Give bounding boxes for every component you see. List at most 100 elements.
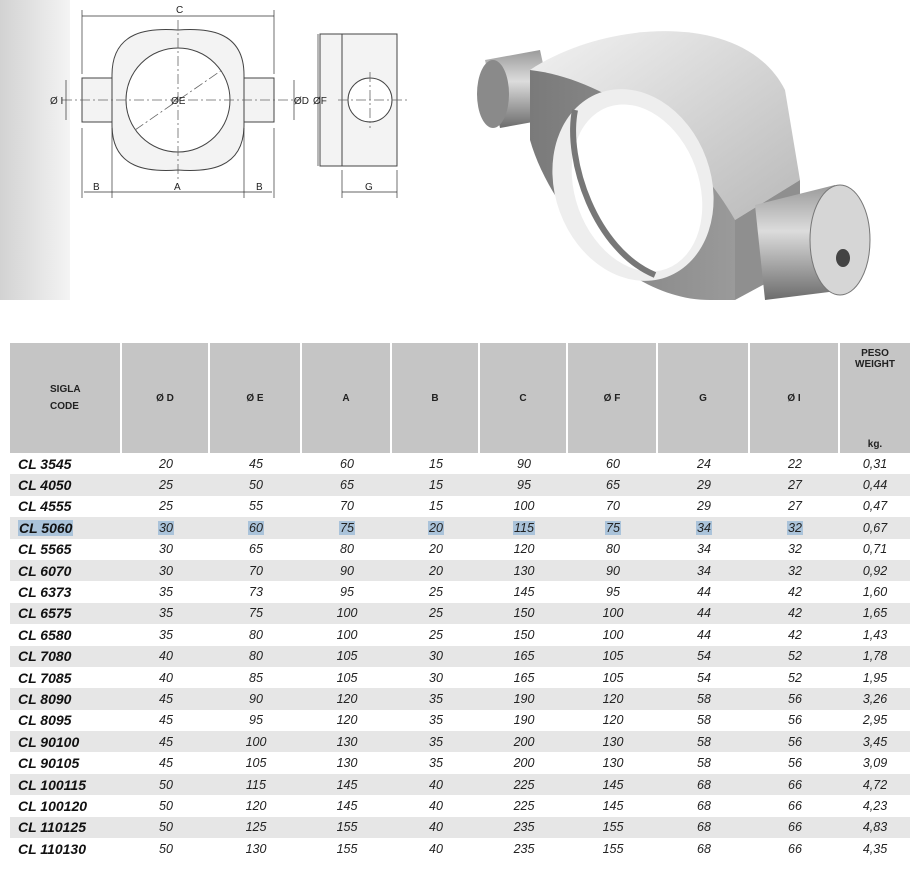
cell-b: 40 [392, 773, 480, 796]
cell-a-text: 130 [336, 756, 358, 771]
dim-b-right-label: B [256, 182, 263, 193]
cell-i: 22 [750, 453, 840, 474]
cell-b-text: 25 [429, 606, 443, 621]
cell-w: 4,83 [840, 816, 910, 839]
cell-code-text: CL 6575 [18, 605, 72, 622]
cell-d-text: 45 [159, 734, 173, 749]
cell-w: 4,72 [840, 773, 910, 796]
cell-b: 25 [392, 624, 480, 645]
cell-code: CL 8095 [10, 710, 122, 731]
cell-b: 20 [392, 559, 480, 582]
cell-e-text: 130 [245, 841, 267, 856]
cell-c: 100 [480, 496, 568, 517]
cell-d: 30 [122, 539, 210, 560]
cell-c: 150 [480, 602, 568, 625]
cell-b: 15 [392, 496, 480, 517]
cell-d-text: 50 [159, 841, 173, 856]
cell-e: 115 [210, 773, 302, 796]
cell-f-text: 145 [602, 798, 624, 813]
cell-d: 35 [122, 602, 210, 625]
cell-code-text: CL 8090 [18, 690, 72, 707]
cell-e: 60 [210, 517, 302, 539]
cell-f: 100 [568, 602, 658, 625]
cell-e: 130 [210, 838, 302, 859]
cell-e: 80 [210, 645, 302, 667]
cell-i-text: 32 [788, 563, 802, 578]
cell-i-text: 27 [788, 499, 802, 514]
cell-f-text: 120 [602, 713, 624, 728]
cell-e-text: 55 [249, 499, 263, 514]
cell-e: 73 [210, 581, 302, 602]
cell-f: 60 [568, 453, 658, 474]
cell-c: 115 [480, 517, 568, 539]
header-f: Ø F [568, 343, 658, 453]
part-3d-render [477, 31, 871, 300]
cell-a-text: 65 [340, 478, 354, 493]
cell-c: 190 [480, 688, 568, 710]
header-weight-unit: kg. [867, 439, 883, 450]
cell-code: CL 110125 [10, 816, 122, 839]
cell-d-text: 25 [159, 478, 173, 493]
cell-code: CL 4050 [10, 474, 122, 496]
cell-f-text: 60 [606, 456, 620, 471]
cell-i: 52 [750, 645, 840, 667]
dim-d-label: ØD [294, 96, 309, 107]
cell-i: 52 [750, 667, 840, 688]
cell-a: 105 [302, 645, 392, 667]
cell-g: 58 [658, 688, 750, 710]
cell-a: 70 [302, 496, 392, 517]
cell-i: 66 [750, 773, 840, 796]
cell-d: 40 [122, 645, 210, 667]
cell-f: 145 [568, 795, 658, 816]
cell-w: 0,71 [840, 539, 910, 560]
cell-w-text: 0,31 [862, 456, 888, 471]
cell-code: CL 3545 [10, 453, 122, 474]
cell-code: CL 7080 [10, 645, 122, 667]
cell-e: 80 [210, 624, 302, 645]
header-b: B [392, 343, 480, 453]
cell-d-text: 35 [159, 585, 173, 600]
cell-b: 25 [392, 602, 480, 625]
cell-f-text: 105 [602, 649, 624, 664]
cell-code: CL 90105 [10, 752, 122, 773]
cell-g: 34 [658, 517, 750, 539]
cell-f: 75 [568, 517, 658, 539]
cell-w: 1,95 [840, 667, 910, 688]
cell-c: 145 [480, 581, 568, 602]
cell-i-text: 56 [788, 713, 802, 728]
cell-c-text: 225 [513, 777, 535, 792]
cell-w-text: 1,78 [862, 649, 888, 664]
cell-d-text: 30 [159, 563, 173, 578]
cell-a: 155 [302, 838, 392, 859]
cell-d: 30 [122, 517, 210, 539]
cell-g-text: 68 [697, 841, 711, 856]
cell-f-text: 155 [602, 841, 624, 856]
cell-c: 130 [480, 559, 568, 582]
cell-w: 0,92 [840, 559, 910, 582]
cell-code: CL 6575 [10, 602, 122, 625]
header-d: Ø D [122, 343, 210, 453]
cell-i-text: 52 [788, 670, 802, 685]
cell-d: 45 [122, 688, 210, 710]
cell-a: 95 [302, 581, 392, 602]
cell-e: 75 [210, 602, 302, 625]
cell-c-text: 165 [513, 649, 535, 664]
cell-g: 44 [658, 581, 750, 602]
dim-e-label: ØE [171, 96, 186, 107]
cell-w: 0,47 [840, 496, 910, 517]
cell-a-text: 105 [336, 670, 358, 685]
cell-i: 66 [750, 816, 840, 839]
cell-a-text: 100 [336, 627, 358, 642]
cell-e-text: 80 [249, 627, 263, 642]
cell-c-text: 100 [513, 499, 535, 514]
cell-c-text: 165 [513, 670, 535, 685]
cell-w-text: 4,23 [862, 798, 888, 813]
cell-b: 40 [392, 795, 480, 816]
